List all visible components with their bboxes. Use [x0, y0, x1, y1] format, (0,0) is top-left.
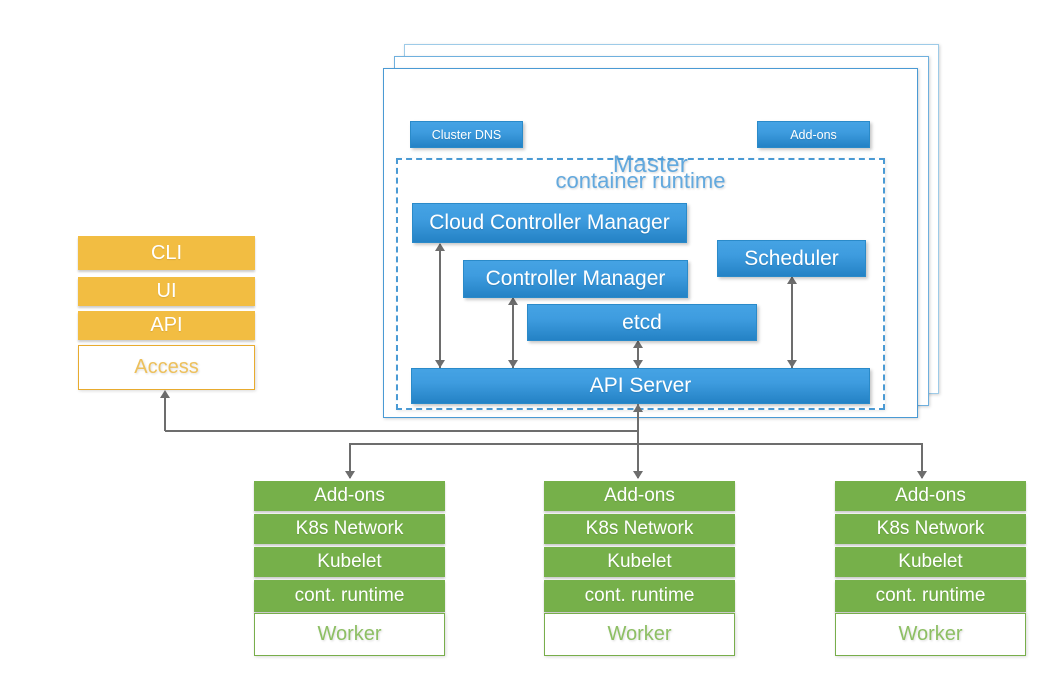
- worker-1-bar-network[interactable]: K8s Network: [254, 514, 445, 544]
- worker-3-bar-network-label: K8s Network: [876, 518, 985, 539]
- connector-ccm-apiserver: [439, 244, 441, 368]
- arrow-down-ccm-apiserver: [435, 360, 445, 368]
- arrow-up-ccm: [435, 243, 445, 251]
- connector-worker-2-drop: [637, 443, 639, 478]
- worker-1-bar-kubelet-label: Kubelet: [317, 551, 382, 572]
- container-runtime-title: container runtime: [555, 168, 726, 193]
- access-bar-api-label: API: [150, 314, 183, 336]
- master-title: Master: [612, 151, 689, 178]
- etcd-label: etcd: [622, 310, 662, 334]
- worker-2-footer-box[interactable]: Worker: [544, 613, 735, 656]
- arrow-down-cm-apiserver: [508, 360, 518, 368]
- arrow-up-cm: [508, 297, 518, 305]
- connector-apiserver-down: [637, 404, 639, 478]
- connector-etcd-apiserver: [637, 341, 639, 368]
- connector-scheduler-apiserver: [791, 277, 793, 368]
- arrow-up-apiserver-bus: [633, 404, 643, 412]
- worker-1-bar-runtime-label: cont. runtime: [294, 585, 405, 606]
- worker-3-bar-runtime[interactable]: cont. runtime: [835, 580, 1026, 612]
- arrow-down-worker-3: [917, 471, 927, 479]
- worker-1-footer-label: Worker: [317, 623, 382, 645]
- arrow-up-access: [160, 390, 170, 398]
- etcd-box[interactable]: etcd: [527, 304, 757, 341]
- worker-2-bar-addons[interactable]: Add-ons: [544, 481, 735, 511]
- worker-2-bar-network[interactable]: K8s Network: [544, 514, 735, 544]
- api-server-label: API Server: [589, 374, 692, 397]
- cluster-dns-box[interactable]: Cluster DNS: [410, 121, 523, 148]
- worker-1-bar-kubelet[interactable]: Kubelet: [254, 547, 445, 577]
- worker-3-footer-label: Worker: [898, 623, 963, 645]
- worker-1-footer-box[interactable]: Worker: [254, 613, 445, 656]
- worker-3-bar-network[interactable]: K8s Network: [835, 514, 1026, 544]
- connector-worker-bus: [350, 443, 923, 445]
- worker-2-bar-runtime[interactable]: cont. runtime: [544, 580, 735, 612]
- cloud-controller-manager-label: Cloud Controller Manager: [429, 211, 670, 234]
- worker-2-bar-network-label: K8s Network: [585, 518, 694, 539]
- arrow-down-scheduler-apiserver: [787, 360, 797, 368]
- worker-2-bar-kubelet[interactable]: Kubelet: [544, 547, 735, 577]
- connector-worker-1-drop: [349, 443, 351, 478]
- access-bar-cli[interactable]: CLI: [78, 236, 255, 270]
- access-footer-box[interactable]: Access: [78, 345, 255, 390]
- worker-3-bar-addons-label: Add-ons: [895, 485, 966, 506]
- worker-3-bar-runtime-label: cont. runtime: [875, 585, 986, 606]
- access-bar-cli-label: CLI: [150, 241, 183, 264]
- worker-3-footer-box[interactable]: Worker: [835, 613, 1026, 656]
- worker-1-bar-addons-label: Add-ons: [314, 485, 385, 506]
- access-bar-ui[interactable]: UI: [78, 277, 255, 306]
- worker-1-bar-runtime[interactable]: cont. runtime: [254, 580, 445, 612]
- cluster-dns-label: Cluster DNS: [431, 127, 502, 142]
- worker-3-bar-kubelet-label: Kubelet: [898, 551, 963, 572]
- worker-2-bar-kubelet-label: Kubelet: [607, 551, 672, 572]
- access-bar-ui-label: UI: [156, 280, 177, 302]
- worker-1-bar-addons[interactable]: Add-ons: [254, 481, 445, 511]
- arrow-up-scheduler: [787, 276, 797, 284]
- arrow-down-etcd-apiserver: [633, 360, 643, 368]
- worker-2-bar-runtime-label: cont. runtime: [584, 585, 695, 606]
- controller-manager-label: Controller Manager: [485, 267, 666, 290]
- master-addons-box[interactable]: Add-ons: [757, 121, 870, 148]
- scheduler-box[interactable]: Scheduler: [717, 240, 866, 277]
- worker-1-bar-network-label: K8s Network: [295, 518, 404, 539]
- connector-access-riser: [164, 396, 166, 431]
- connector-worker-3-drop: [921, 443, 923, 478]
- arrow-down-worker-1: [345, 471, 355, 479]
- cloud-controller-manager-box[interactable]: Cloud Controller Manager: [412, 203, 687, 243]
- worker-3-bar-addons[interactable]: Add-ons: [835, 481, 1026, 511]
- worker-3-bar-kubelet[interactable]: Kubelet: [835, 547, 1026, 577]
- scheduler-label: Scheduler: [744, 246, 839, 270]
- arrow-down-worker-2: [633, 471, 643, 479]
- arrow-up-etcd: [633, 340, 643, 348]
- access-bar-api[interactable]: API: [78, 311, 255, 340]
- master-addons-label: Add-ons: [790, 127, 837, 142]
- access-footer-label: Access: [134, 356, 199, 378]
- connector-access-bus: [165, 430, 639, 432]
- api-server-box[interactable]: API Server: [411, 368, 870, 404]
- worker-2-footer-label: Worker: [607, 623, 672, 645]
- controller-manager-box[interactable]: Controller Manager: [463, 260, 688, 298]
- worker-2-bar-addons-label: Add-ons: [604, 485, 675, 506]
- connector-cm-apiserver: [512, 298, 514, 368]
